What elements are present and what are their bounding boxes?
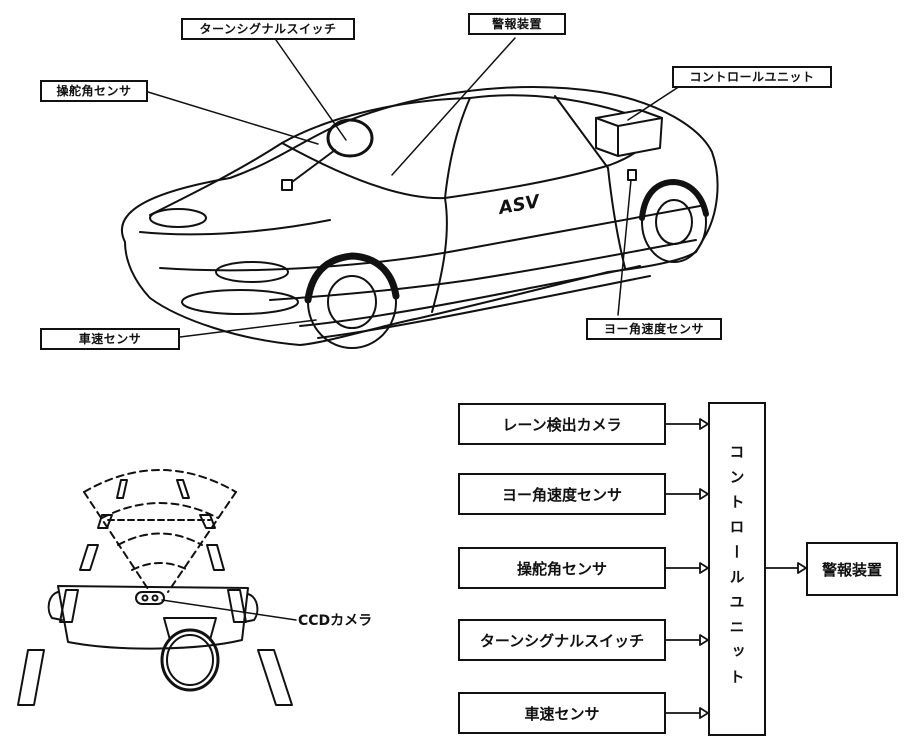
block-yaw-rate-sensor: ヨー角速度センサ bbox=[458, 473, 666, 515]
block-control-unit: コントロールユニット bbox=[708, 402, 766, 736]
block-vehicle-speed-sensor: 車速センサ bbox=[458, 692, 666, 734]
camera-view-illustration bbox=[17, 469, 297, 706]
car-logo: ASV bbox=[495, 191, 543, 219]
label-steering-angle-sensor: 操舵角センサ bbox=[40, 80, 148, 102]
steering-wheel bbox=[326, 118, 374, 158]
yaw-sensor-box bbox=[627, 169, 637, 181]
block-turn-signal-switch: ターンシグナルスイッチ bbox=[458, 619, 666, 661]
label-ccd-camera: CCDカメラ bbox=[298, 613, 373, 629]
label-alarm-device: 警報装置 bbox=[468, 13, 566, 35]
label-yaw-rate-sensor: ヨー角速度センサ bbox=[586, 318, 722, 340]
ccd-camera-body bbox=[135, 591, 165, 605]
control-unit-box bbox=[595, 109, 663, 157]
block-steering-angle-sensor: 操舵角センサ bbox=[458, 547, 666, 589]
block-control-unit-label: コントロールユニット bbox=[727, 444, 746, 694]
label-vehicle-speed-sensor: 車速センサ bbox=[40, 328, 180, 350]
block-lane-detection-camera: レーン検出カメラ bbox=[458, 403, 666, 445]
car-illustration bbox=[120, 37, 719, 349]
label-control-unit: コントロールユニット bbox=[672, 66, 832, 88]
label-turn-signal-switch: ターンシグナルスイッチ bbox=[181, 18, 355, 40]
block-alarm-device: 警報装置 bbox=[806, 542, 898, 596]
car-windshield bbox=[281, 97, 471, 200]
car-body-outline bbox=[120, 86, 719, 346]
block-connectors bbox=[665, 418, 807, 719]
